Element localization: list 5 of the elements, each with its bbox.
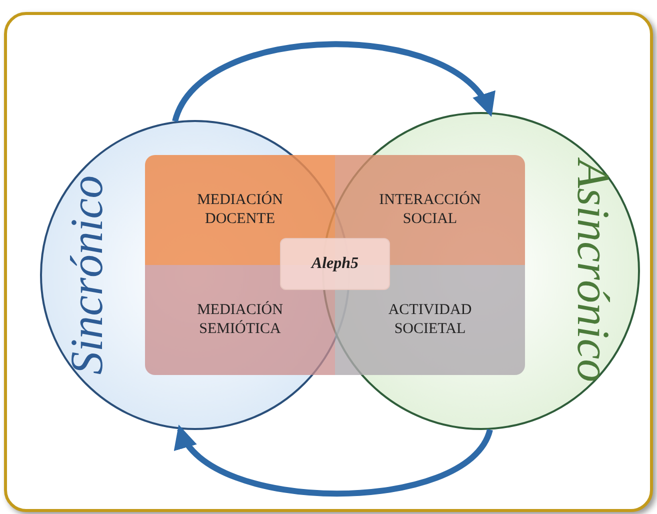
center-box: Aleph5 <box>280 238 390 290</box>
circle-label: Asincrónico <box>567 160 620 382</box>
curved-arrow <box>172 41 493 123</box>
curved-arrow <box>177 425 493 497</box>
circle-label: Sincrónico <box>60 175 113 375</box>
